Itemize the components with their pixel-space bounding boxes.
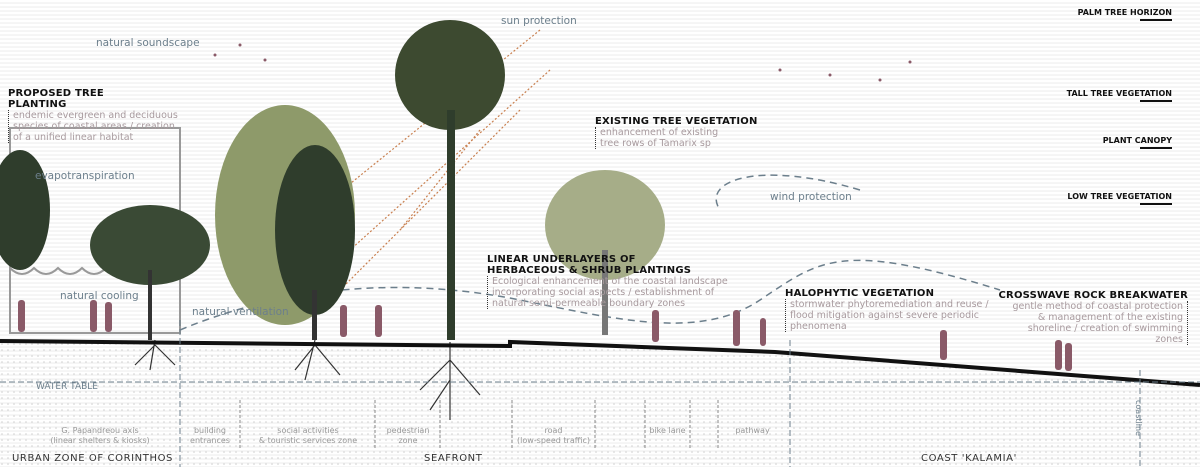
birds — [213, 43, 912, 82]
zone-urban: URBAN ZONE OF CORINTHOS — [12, 453, 174, 464]
soil — [0, 341, 1200, 467]
zone-coast: COAST 'KALAMIA' — [921, 453, 1017, 464]
horizon-tall: TALL TREE VEGETATION — [1067, 89, 1172, 102]
subzone-bike-lane: bike lane — [649, 426, 686, 435]
subzone-social: social activities& touristic services zo… — [258, 426, 358, 445]
effect-sun: sun protection — [501, 15, 577, 27]
annotation-proposed: PROPOSED TREE PLANTING endemic evergreen… — [8, 88, 178, 143]
coastline-label: coastline — [1134, 400, 1143, 436]
subzone-papandreou: G. Papandreou axis(linear shelters & kio… — [50, 426, 150, 445]
water-table-label: WATER TABLE — [36, 382, 98, 392]
wind-flow — [179, 174, 1001, 331]
effect-evapotranspiration: evapotranspiration — [35, 170, 135, 182]
effect-cooling: natural cooling — [60, 290, 139, 302]
trees — [0, 20, 665, 340]
horizon-palm: PALM TREE HORIZON — [1078, 8, 1172, 21]
ground-line — [0, 339, 1200, 387]
roots — [134, 339, 481, 420]
effect-soundscape: natural soundscape — [96, 37, 200, 49]
horizon-canopy: PLANT CANOPY — [1103, 136, 1172, 149]
annotation-halophytic: HALOPHYTIC VEGETATION stormwater phytore… — [785, 288, 989, 332]
subzone-dividers — [239, 400, 719, 448]
people — [18, 300, 1072, 371]
subzone-pathway: pathway — [735, 426, 770, 435]
zone-seafront: SEAFRONT — [424, 453, 483, 464]
sun-rays — [329, 29, 551, 301]
subzone-road: road(low-speed traffic) — [517, 426, 590, 445]
effect-wind: wind protection — [770, 191, 852, 203]
effect-ventilation: natural ventilation — [192, 306, 289, 318]
zone-dividers — [179, 320, 1141, 467]
horizon-low: LOW TREE VEGETATION — [1067, 192, 1172, 205]
annotation-existing: EXISTING TREE VEGETATION enhancement of … — [595, 116, 758, 149]
annotation-underlayers: LINEAR UNDERLAYERS OF HERBACEOUS & SHRUB… — [487, 254, 728, 309]
annotation-breakwater: CROSSWAVE ROCK BREAKWATER gentle method … — [998, 290, 1188, 345]
